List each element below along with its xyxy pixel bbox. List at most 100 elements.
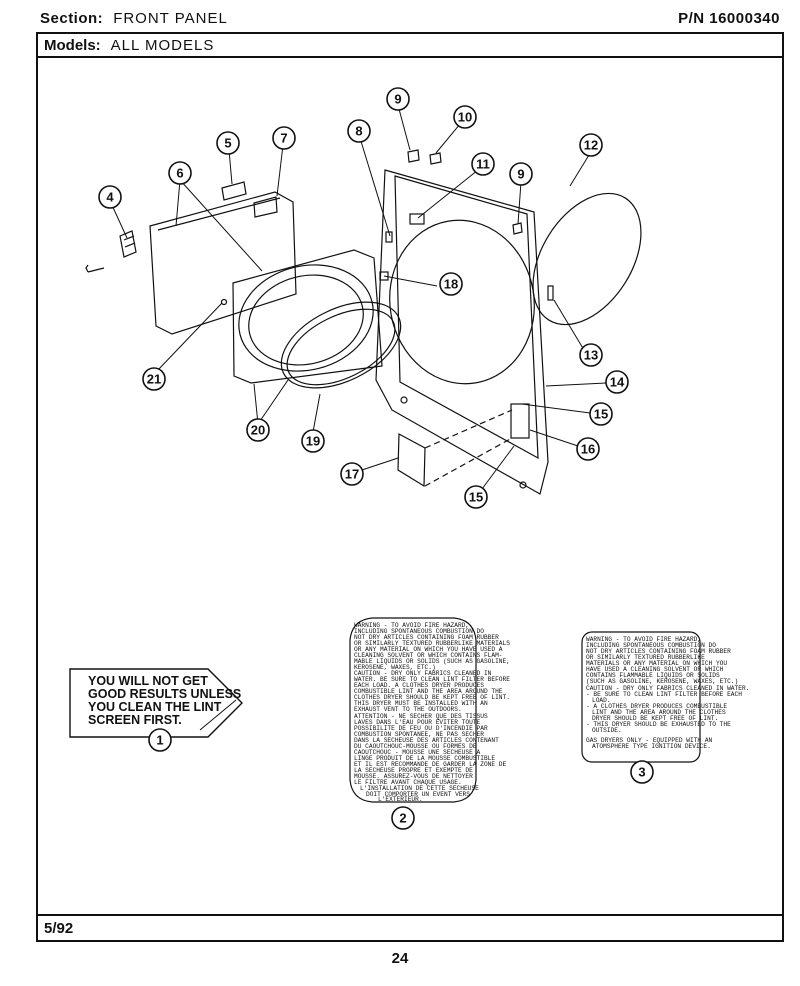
svg-text:- BE SURE TO CLEAN LINT FILTER: - BE SURE TO CLEAN LINT FILTER BEFORE EA… <box>586 691 742 698</box>
callout-3: 3 <box>638 765 645 780</box>
svg-text:15: 15 <box>469 490 483 505</box>
revision-date: 5/92 <box>44 920 74 937</box>
callout-21: 21 <box>142 367 166 391</box>
callout-1: 1 <box>156 733 163 748</box>
svg-text:LA SECHEUSE PROPRE ET EXEMPTE: LA SECHEUSE PROPRE ET EXEMPTE DE <box>354 767 473 774</box>
models-row: Models: ALL MODELS <box>38 34 782 58</box>
svg-text:L'INSTALLATION DE CETTE SECHEU: L'INSTALLATION DE CETTE SECHEUSE <box>360 785 479 792</box>
svg-text:NOT DRY ARTICLES CONTAINING FO: NOT DRY ARTICLES CONTAINING FOAM RUBBER <box>586 648 731 655</box>
svg-text:ET IL EST RECOMMANDE DE GARDER: ET IL EST RECOMMANDE DE GARDER LA ZONE D… <box>354 761 507 768</box>
label-3-warning-decal: WARNING - TO AVOID FIRE HAZARD, INCLUDIN… <box>581 631 749 784</box>
part-callouts: 4 5 6 7 8 9 10 11 9 12 13 14 15 16 15 17… <box>98 87 629 509</box>
svg-text:9: 9 <box>394 92 401 107</box>
door-handle-part <box>221 181 247 201</box>
svg-text:8: 8 <box>355 124 362 139</box>
svg-text:13: 13 <box>584 348 598 363</box>
inner-door-panel <box>220 249 383 384</box>
svg-text:MATERIALS OR ANY MATERIAL ON W: MATERIALS OR ANY MATERIAL ON WHICH YOU <box>586 660 727 667</box>
svg-text:5: 5 <box>224 136 231 151</box>
svg-text:KEROSENE, WAXES, ETC.): KEROSENE, WAXES, ETC.) <box>354 664 436 671</box>
svg-text:WATER. BE SURE TO CLEAN LINT F: WATER. BE SURE TO CLEAN LINT FILTER BEFO… <box>354 676 510 683</box>
svg-text:CONTAINS FLAMMABLE LIQUIDS OR: CONTAINS FLAMMABLE LIQUIDS OR SOLIDS <box>586 672 720 679</box>
door-gasket-rings <box>280 301 402 389</box>
svg-text:ATOMSPHERE TYPE IGNITION DEVIC: ATOMSPHERE TYPE IGNITION DEVICE. <box>592 743 711 750</box>
callout-15-lower: 15 <box>464 485 488 509</box>
svg-text:LINT AND THE AREA AROUND THE C: LINT AND THE AREA AROUND THE CLOTHES <box>592 709 726 716</box>
outer-door-panel <box>149 191 297 335</box>
svg-text:12: 12 <box>584 138 598 153</box>
svg-text:7: 7 <box>280 131 287 146</box>
svg-text:OUTSIDE.: OUTSIDE. <box>592 727 622 734</box>
svg-text:L'EXTERIEUR.: L'EXTERIEUR. <box>378 796 423 803</box>
callout-19: 19 <box>301 429 325 453</box>
front-panel-part <box>375 169 554 495</box>
models-value: ALL MODELS <box>110 37 215 54</box>
callout-4: 4 <box>98 185 122 209</box>
svg-text:16: 16 <box>581 442 595 457</box>
callout-9-side: 9 <box>509 162 533 186</box>
svg-text:6: 6 <box>176 166 183 181</box>
clip-part-10 <box>429 152 442 165</box>
callout-13: 13 <box>579 343 603 367</box>
section-label: Section: <box>40 10 104 27</box>
svg-text:ATTENTION - NE SECHER QUE DES: ATTENTION - NE SECHER QUE DES TISSUS <box>354 713 488 720</box>
callout-17: 17 <box>340 462 364 486</box>
callout-14: 14 <box>605 370 629 394</box>
part-number: P/N 16000340 <box>678 10 780 27</box>
footer-row: 5/92 <box>38 914 782 940</box>
svg-text:LAVES DANS L'EAU POUR EVITER T: LAVES DANS L'EAU POUR EVITER TOUTE <box>354 719 481 726</box>
svg-text:EXHAUST VENT TO THE OUTDOORS.: EXHAUST VENT TO THE OUTDOORS. <box>354 706 462 713</box>
svg-text:WARNING - TO AVOID FIRE HAZARD: WARNING - TO AVOID FIRE HAZARD, <box>354 622 469 629</box>
section-header: Section: FRONT PANEL <box>40 10 228 27</box>
svg-text:LE FILTRE AVANT CHAQUE USAGE.: LE FILTRE AVANT CHAQUE USAGE. <box>354 779 462 786</box>
svg-text:POSSIBILITE DE FEU OU D'INCEND: POSSIBILITE DE FEU OU D'INCENDIE PAR <box>354 725 488 732</box>
models-header: Models: ALL MODELS <box>44 37 214 54</box>
cover-plate-part <box>397 433 426 488</box>
svg-text:OR SIMILARLY TEXTURED RUBBERLI: OR SIMILARLY TEXTURED RUBBERLIKE <box>586 654 705 661</box>
callout-6: 6 <box>168 161 192 185</box>
svg-text:INCLUDING SPONTANEOUS COMBUSTI: INCLUDING SPONTANEOUS COMBUSTION DO <box>586 642 716 649</box>
models-label: Models: <box>44 37 101 54</box>
svg-text:GAS DRYERS ONLY - EQUIPPED WIT: GAS DRYERS ONLY - EQUIPPED WITH AN <box>586 737 713 744</box>
clip-part-9-top <box>407 149 420 163</box>
svg-text:OR SIMILARLY TEXTURED RUBBERLI: OR SIMILARLY TEXTURED RUBBERLIKE MATERIA… <box>354 640 510 647</box>
section-value: FRONT PANEL <box>113 10 228 27</box>
svg-text:DOIT COMPORTER UN EVENT VERS: DOIT COMPORTER UN EVENT VERS <box>366 791 470 798</box>
label-1-line: GOOD RESULTS UNLESS <box>88 687 241 701</box>
callout-5: 5 <box>216 131 240 155</box>
svg-text:LINGE PRODUIT DE LA MOUSSE COM: LINGE PRODUIT DE LA MOUSSE COMBUSTIBLE <box>354 755 495 762</box>
callout-18: 18 <box>439 272 463 296</box>
page-number: 24 <box>391 950 409 967</box>
clip-part-9-side <box>512 222 523 235</box>
callout-10: 10 <box>453 105 477 129</box>
svg-text:CAOUTCHOUC - MOUSSE UNE SECHEU: CAOUTCHOUC - MOUSSE UNE SECHEUSE A <box>354 749 481 756</box>
svg-text:DANS LA SECHEUSE DES ARTICLES: DANS LA SECHEUSE DES ARTICLES CONTENANT <box>354 737 499 744</box>
leader-lines <box>110 108 607 490</box>
svg-text:CAUTION - DRY ONLY FABRICS CLE: CAUTION - DRY ONLY FABRICS CLEANED IN <box>354 670 492 677</box>
svg-text:EACH LOAD. A CLOTHES DRYER PRO: EACH LOAD. A CLOTHES DRYER PRODUCES <box>354 682 484 689</box>
svg-text:OR ANY MATERIAL ON WHICH YOU H: OR ANY MATERIAL ON WHICH YOU HAVE USED A <box>354 646 503 653</box>
callout-8: 8 <box>347 119 371 143</box>
svg-text:20: 20 <box>251 423 265 438</box>
diagram-frame: Models: ALL MODELS 5/92 <box>36 32 784 942</box>
callout-15-upper: 15 <box>589 402 613 426</box>
callout-9-top: 9 <box>386 87 410 111</box>
svg-text:CAUTION - DRY ONLY FABRICS CLE: CAUTION - DRY ONLY FABRICS CLEANED IN WA… <box>586 685 749 692</box>
svg-text:MOUSSE. ASSUREZ-VOUS DE NETTOY: MOUSSE. ASSUREZ-VOUS DE NETTOYER <box>354 773 473 780</box>
seal-ring-part <box>532 192 642 326</box>
svg-text:MABLE LIQUIDS OR SOLIDS (SUCH: MABLE LIQUIDS OR SOLIDS (SUCH AS GASOLIN… <box>354 658 510 665</box>
svg-text:DRYER SHOULD BE KEPT FREE OF L: DRYER SHOULD BE KEPT FREE OF LINT. <box>592 715 718 722</box>
svg-text:9: 9 <box>517 167 524 182</box>
svg-text:COMBUSTIBLE LINT AND THE AREA: COMBUSTIBLE LINT AND THE AREA AROUND THE <box>354 688 503 695</box>
svg-text:NOT DRY ARTICLES CONTAINING FO: NOT DRY ARTICLES CONTAINING FOAM RUBBER <box>354 634 499 641</box>
svg-text:21: 21 <box>147 372 161 387</box>
svg-text:INCLUDING SPONTANEOUS COMBUSTI: INCLUDING SPONTANEOUS COMBUSTION DO <box>354 628 484 635</box>
svg-text:4: 4 <box>106 190 114 205</box>
callout-11: 11 <box>471 152 495 176</box>
label-1-line: YOU CLEAN THE LINT <box>88 700 222 714</box>
label-1-line: SCREEN FIRST. <box>88 713 182 727</box>
svg-text:10: 10 <box>458 110 472 125</box>
svg-text:- A CLOTHES DRYER PRODUCES COM: - A CLOTHES DRYER PRODUCES COMBUSTIBLE <box>586 703 727 710</box>
svg-text:- THIS DRYER SHOULD BE EXHAUST: - THIS DRYER SHOULD BE EXHAUSTED TO THE <box>586 721 731 728</box>
svg-text:HAVE USED A CLEANING SOLVENT O: HAVE USED A CLEANING SOLVENT OR WHICH <box>586 666 724 673</box>
